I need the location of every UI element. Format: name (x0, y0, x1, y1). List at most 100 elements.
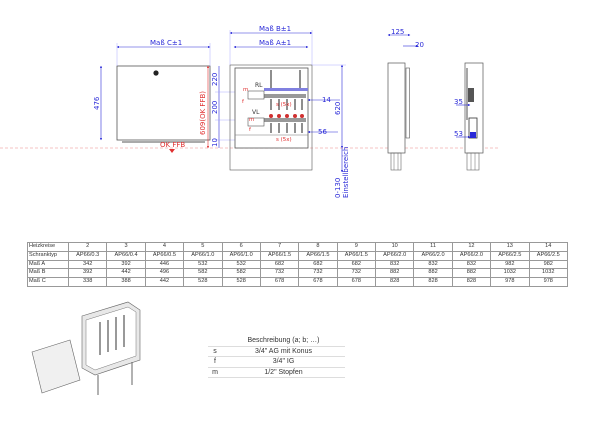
table-cell: 678 (259, 277, 300, 287)
table-cell: 832 (451, 259, 492, 270)
s5x-bottom-label: s (5x) (276, 137, 292, 143)
table-cell: 882 (374, 268, 415, 279)
legend-desc: 3/4" AG mit Konus (222, 346, 345, 357)
table-cell: 6 (221, 242, 261, 252)
m-top-label: m (243, 87, 248, 93)
table-cell: 582 (221, 268, 261, 279)
table-cell: AP66/2.5 (528, 250, 568, 261)
table-cell: AP66/1.5 (298, 250, 338, 261)
dim-10-label: 10 (211, 138, 219, 147)
mass-c-label: Maß C±1 (150, 39, 182, 47)
table-cell: 1032 (490, 268, 530, 279)
table-cell: 3 (106, 242, 146, 252)
m-bottom-label: m (249, 117, 254, 123)
table-cell: AP66/0.5 (144, 250, 185, 261)
table-cell: AP66/0.3 (67, 250, 108, 261)
table-cell: 732 (259, 268, 300, 279)
table-cell: 978 (490, 277, 530, 287)
table-cell: 982 (490, 259, 530, 270)
table-cell: 532 (183, 259, 223, 270)
table-cell: AP66/1.5 (259, 250, 300, 261)
table-cell: 2 (67, 242, 108, 252)
table-cell: 4 (144, 242, 185, 252)
f-bottom-label: f (249, 127, 252, 133)
table-cell: 1032 (528, 268, 568, 279)
vertical-dimensions: 609(OK FFB) 220 200 10 (199, 65, 235, 149)
table-cell: 9 (336, 242, 377, 252)
table-cell: 978 (528, 277, 568, 287)
table-cell: 882 (413, 268, 453, 279)
dim-35-label: 35 (454, 98, 463, 106)
dim-56-label: 56 (318, 128, 327, 136)
einstellbereich-label: Einstellbereich (342, 147, 350, 198)
f-top-label: f (242, 99, 245, 105)
table-cell: AP66/0.4 (106, 250, 146, 261)
table-cell: 828 (451, 277, 492, 287)
dim-0-130-label: 0-130 (334, 178, 342, 198)
rl-label: RL (255, 82, 263, 89)
height-476-label: 476 (93, 96, 101, 110)
table-cell: 678 (298, 277, 338, 287)
floor-marker-icon (169, 149, 175, 153)
ok-ffb-label: OK FFB (160, 141, 185, 149)
legend-key: s (208, 346, 222, 357)
dim-620-label: 620 (334, 102, 342, 115)
table-cell: 882 (451, 268, 492, 279)
table-cell: 678 (336, 277, 377, 287)
dim-125-label: 125 (391, 28, 404, 36)
mass-a-label: Maß A±1 (259, 39, 291, 47)
table-cell: AP66/1.5 (336, 250, 377, 261)
table-cell: AP66/2.5 (490, 250, 530, 261)
table-cell: AP66/2.0 (413, 250, 453, 261)
vl-label: VL (252, 109, 260, 116)
table-cell: AP66/1.0 (221, 250, 261, 261)
table-cell: 14 (528, 242, 568, 252)
legend-header: Beschreibung (a; b; …) (222, 336, 345, 347)
row-header-cell: Maß C (27, 277, 69, 287)
table-cell: 732 (298, 268, 338, 279)
table-cell: 832 (413, 259, 453, 270)
front-door-view: Maß C±1 476 OK FFB (93, 39, 211, 153)
table-cell: 828 (413, 277, 453, 287)
dim-609-label: 609(OK FFB) (199, 91, 207, 135)
table-cell: 446 (144, 259, 185, 270)
table-cell: 11 (413, 242, 453, 252)
row-header-cell: Schranktyp (27, 250, 69, 261)
table-cell: 528 (221, 277, 261, 287)
legend-key: f (208, 356, 222, 368)
table-cell: 832 (374, 259, 415, 270)
table-cell: 7 (259, 242, 300, 252)
dim-220-label: 220 (211, 73, 219, 86)
row-header-cell: Maß B (27, 268, 69, 279)
table-cell: 582 (183, 268, 223, 279)
table-cell: 532 (221, 259, 261, 270)
table-cell: AP66/1.0 (183, 250, 223, 261)
row-header-cell: Heizkreise (27, 242, 69, 252)
table-cell: 8 (298, 242, 338, 252)
table-cell: 828 (374, 277, 415, 287)
s5x-top-label: s (5x) (276, 102, 292, 108)
table-cell: 682 (336, 259, 377, 270)
table-cell: 442 (106, 268, 146, 279)
table-cell: 5 (183, 242, 223, 252)
table-cell: 682 (298, 259, 338, 270)
table-cell: 982 (528, 259, 568, 270)
table-cell: 392 (67, 268, 108, 279)
table-cell: 342 (67, 259, 108, 270)
table-cell: 10 (374, 242, 415, 252)
dim-200-label: 200 (211, 101, 219, 114)
mass-b-label: Maß B±1 (259, 25, 291, 33)
table-cell: 682 (259, 259, 300, 270)
table-cell: 388 (106, 277, 146, 287)
table-cell: AP66/2.0 (374, 250, 415, 261)
legend-header-row: Beschreibung (a; b; …) (208, 336, 345, 347)
